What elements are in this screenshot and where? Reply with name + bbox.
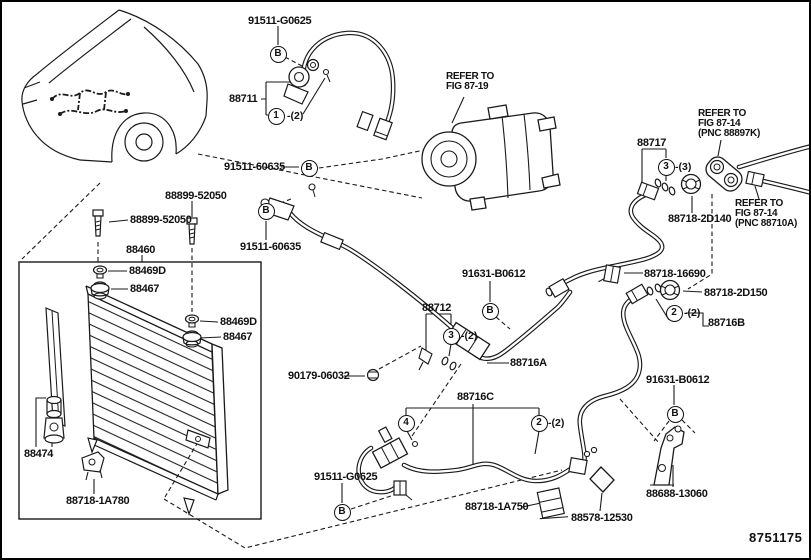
callout-3-88717: 3 (657, 158, 675, 176)
part-label-88716b: 88716B (708, 317, 745, 329)
refer-note-fig-87-14-pnc-88897k: REFER TO FIG 87-14 (PNC 88897K) (698, 108, 760, 139)
callout-4: 4 (397, 414, 415, 432)
part-label-88467-a: 88467 (130, 283, 160, 295)
part-label-88469d-b: 88469D (220, 316, 257, 328)
part-label-88712: 88712 (422, 302, 452, 314)
callout-b-4: B (481, 302, 499, 320)
part-label-88460: 88460 (126, 244, 156, 256)
condenser-core (87, 292, 219, 496)
car-sketch (21, 9, 208, 163)
part-label-88474: 88474 (24, 448, 54, 460)
part-label-88716a: 88716A (510, 357, 547, 369)
part-label-91631-b0612-a: 91631-B0612 (462, 268, 526, 280)
receiver-parts (43, 395, 65, 444)
condenser-frame-box (18, 261, 262, 520)
qty-marker-88716c: -(2) (548, 417, 565, 429)
part-label-88469d-a: 88469D (129, 265, 166, 277)
part-label-88718-2d140: 88718-2D140 (668, 213, 732, 225)
part-label-88717: 88717 (637, 137, 667, 149)
refrigerant-lines (287, 30, 809, 495)
callout-2-88716b: 2 (665, 304, 683, 322)
part-label-88718-1a780: 88718-1A780 (66, 495, 130, 507)
callout-1: 1 (267, 107, 285, 125)
part-label-91511-60635-b: 91511-60635 (240, 241, 301, 253)
part-label-88718-16690: 88718-16690 (644, 268, 706, 280)
pipe-clamp-1a780 (81, 451, 105, 481)
part-label-88688-13060: 88688-13060 (646, 488, 708, 500)
condenser-assembly (18, 261, 262, 520)
refer-note-fig-87-19: REFER TO FIG 87-19 (446, 71, 494, 92)
part-label-88718-2d150: 88718-2D150 (704, 287, 768, 299)
bracket-88688 (650, 425, 685, 486)
part-label-91511-g0625-b: 91511-G0625 (314, 471, 378, 483)
part-label-88711: 88711 (229, 93, 258, 105)
construction-dashed-lines (21, 56, 713, 549)
figure-number: 8751175 (749, 530, 803, 545)
pipe-88716b (577, 294, 643, 466)
qty-marker-88711: -(2) (287, 110, 304, 122)
callout-b-5: B (333, 503, 351, 521)
compressor-sketch (421, 104, 561, 211)
callout-b-2: B (300, 159, 318, 177)
part-label-88467-b: 88467 (223, 331, 253, 343)
pipe-clamp-1a750 (536, 487, 569, 520)
qty-marker-88712: -(2) (461, 330, 478, 342)
qty-marker-88717: -(3) (675, 161, 692, 173)
qty-marker-88716b: -(2) (684, 307, 701, 319)
part-label-90179-06032: 90179-06032 (288, 370, 350, 382)
part-label-88899-52050-a: 88899-52050 (165, 190, 227, 202)
callout-b-6: B (666, 405, 684, 423)
part-label-91631-b0612-b: 91631-B0612 (646, 374, 710, 386)
callout-b-3: B (257, 202, 275, 220)
fittings-small-parts (90, 58, 765, 520)
callout-2-88716c: 2 (530, 414, 548, 432)
insulator-pad-88578 (589, 466, 615, 493)
part-label-88716c: 88716C (457, 391, 494, 403)
part-label-88578-12530: 88578-12530 (571, 512, 633, 524)
part-label-91511-60635-a: 91511-60635 (224, 161, 285, 173)
part-label-91511-g0625-top: 91511-G0625 (248, 15, 312, 27)
engine-harness (51, 89, 129, 115)
callout-3-88712: 3 (442, 327, 460, 345)
callout-b-1: B (269, 45, 287, 63)
part-label-88718-1a750: 88718-1A750 (465, 501, 529, 513)
refer-note-fig-87-14-pnc-88710a: REFER TO FIG 87-14 (PNC 88710A) (735, 198, 797, 229)
part-label-88899-52050-b: 88899-52050 (130, 214, 192, 226)
